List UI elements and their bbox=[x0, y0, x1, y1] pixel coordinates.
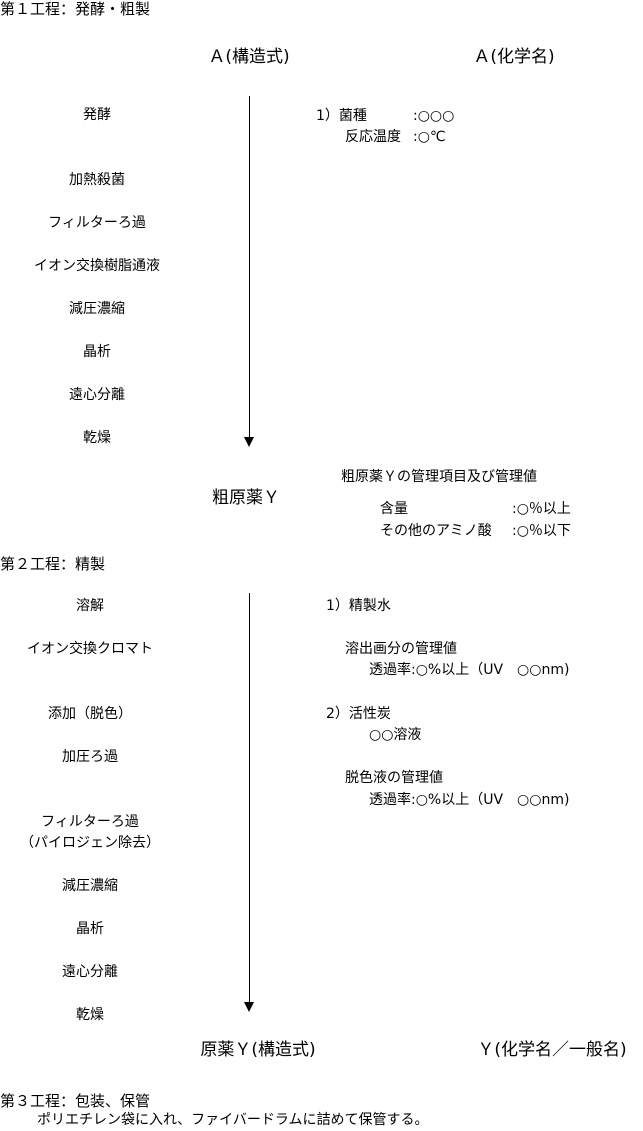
step3-description: ポリエチレン袋に入れ、ファイバードラムに詰めて保管する。 bbox=[37, 1112, 429, 1128]
crude-product-label: 粗原薬Ｙ bbox=[212, 488, 280, 508]
start-material-structure: Ａ(構造式) bbox=[208, 47, 290, 67]
operation-decolorization: 添加（脱色） bbox=[48, 706, 132, 722]
final-product-structure: 原薬Ｙ(構造式) bbox=[200, 1040, 316, 1060]
note-decolor-control-value: 透過率:○%以上（UV ○○nm) bbox=[369, 792, 570, 808]
operation-drying: 乾燥 bbox=[76, 1007, 104, 1023]
crude-control-title: 粗原薬Ｙの管理項目及び管理値 bbox=[341, 469, 537, 485]
start-material-chemical-name: Ａ(化学名) bbox=[473, 47, 555, 67]
step1-heading: 第１工程：発酵・粗製 bbox=[0, 0, 151, 18]
operation-crystallization: 晶析 bbox=[76, 921, 104, 937]
operation-vacuum-concentration: 減圧濃縮 bbox=[69, 301, 125, 317]
control-content-label: 含量 bbox=[380, 501, 408, 517]
step2-heading: 第２工程：精製 bbox=[0, 555, 106, 573]
operation-ion-exchange-chromatography: イオン交換クロマト bbox=[27, 641, 153, 657]
operation-heat-sterilization: 加熱殺菌 bbox=[69, 172, 125, 188]
process-flow-arrow-line bbox=[249, 593, 250, 1003]
operation-ion-exchange-resin: イオン交換樹脂通液 bbox=[34, 258, 160, 274]
operation-centrifugation: 遠心分離 bbox=[69, 387, 125, 403]
operation-pyrogen-removal: （パイロジェン除去） bbox=[20, 835, 160, 851]
condition-strain-value: :○○○ bbox=[413, 108, 455, 124]
control-content-value: :○％以上 bbox=[512, 501, 571, 517]
operation-filter: フィルターろ過 bbox=[41, 814, 139, 830]
arrow-down-icon bbox=[244, 1002, 254, 1012]
operation-filter: フィルターろ過 bbox=[48, 215, 146, 231]
operation-crystallization: 晶析 bbox=[83, 344, 111, 360]
note-activated-carbon: 2）活性炭 bbox=[326, 706, 391, 722]
operation-dissolution: 溶解 bbox=[76, 598, 104, 614]
operation-vacuum-concentration: 減圧濃縮 bbox=[62, 878, 118, 894]
operation-pressure-filtration: 加圧ろ過 bbox=[62, 749, 118, 765]
process-flow-arrow-line bbox=[249, 96, 250, 438]
note-carbon-solution: ○○溶液 bbox=[369, 727, 422, 743]
arrow-down-icon bbox=[244, 437, 254, 447]
operation-centrifugation: 遠心分離 bbox=[62, 964, 118, 980]
note-eluate-control-value: 透過率:○%以上（UV ○○nm) bbox=[369, 662, 570, 678]
note-decolor-control-title: 脱色液の管理値 bbox=[345, 770, 443, 786]
control-amino-acid-value: :○％以下 bbox=[512, 523, 571, 539]
condition-temperature-value: :○℃ bbox=[413, 129, 446, 145]
condition-strain-label: 1）菌種 bbox=[316, 108, 367, 124]
operation-fermentation: 発酵 bbox=[83, 107, 111, 123]
final-product-name: Ｙ(化学名／一般名) bbox=[477, 1040, 627, 1060]
note-eluate-control-title: 溶出画分の管理値 bbox=[345, 641, 457, 657]
condition-temperature-label: 反応温度 bbox=[345, 129, 401, 145]
operation-drying: 乾燥 bbox=[83, 430, 111, 446]
note-purified-water: 1）精製水 bbox=[326, 598, 391, 614]
step3-heading: 第３工程：包装、保管 bbox=[0, 1092, 151, 1110]
control-amino-acid-label: その他のアミノ酸 bbox=[380, 523, 492, 539]
